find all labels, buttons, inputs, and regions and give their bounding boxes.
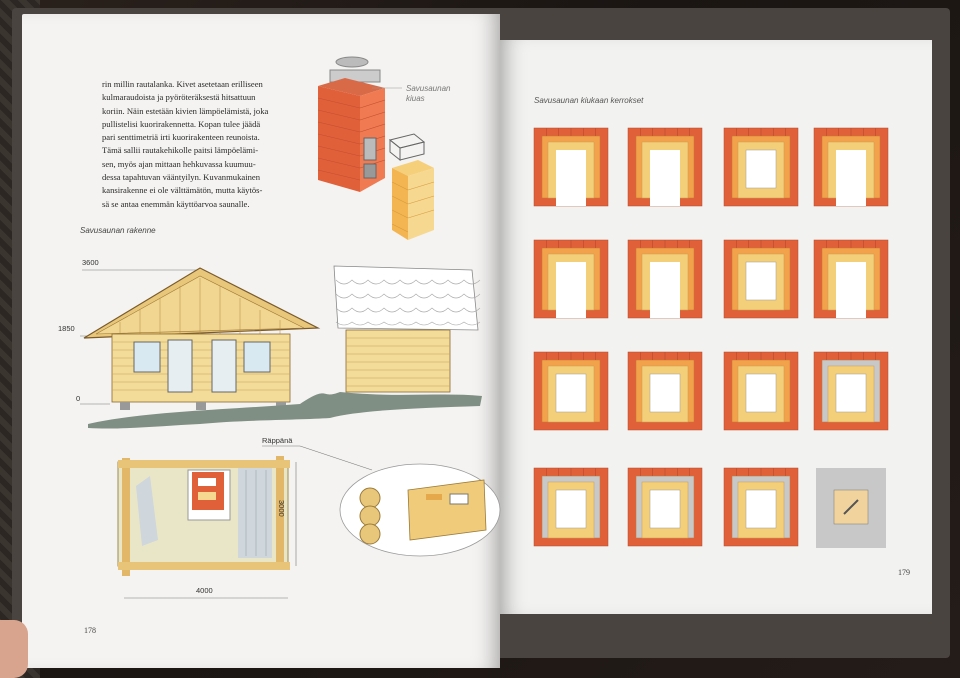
kiuas-layer-14 [627,467,703,547]
kiuas-layer-3 [723,127,799,207]
elevation-label-top: 3600 [82,258,99,267]
body-text: rin millin rautalanka. Kivet asetetaan e… [102,78,317,211]
layers-title: Savusaunan kiukaan kerrokset [534,96,644,105]
section-caption: Savusaunan rakenne [80,226,156,235]
kiuas-layer-6 [627,239,703,319]
sauna-front-elevation [80,267,321,410]
body-text-line: sä se antaa enemmän käyttöarvoa saunalle… [102,198,250,209]
reader-thumb [0,620,28,678]
kiuas-layer-16 [816,468,886,548]
kiuas-layer-grid [533,127,889,548]
kiuas-layer-15 [723,467,799,547]
body-text-line: pari senttimetriä irti kuorirakenteen re… [102,132,260,143]
kiuas-layer-2 [627,127,703,207]
stove-illustration [317,56,435,240]
elevation-label-middle: 1850 [58,324,75,333]
kiuas-layer-1 [533,127,609,207]
elevation-label-ground: 0 [76,394,81,403]
kiuas-layer-7 [723,239,799,319]
ventilation-detail [339,463,501,557]
kiuas-layer-4 [813,127,889,207]
body-text-line: Tämä sallii rautakehikolle paitsi lämpöe… [102,145,259,156]
left-page-number: 178 [84,626,96,635]
body-text-line: kansirakenne ei ole välttämätön, mutta k… [102,185,263,196]
body-text-line: sen, myös ajan mittaan hehkuvassa kuumuu… [102,158,256,169]
body-text-line: rin millin rautalanka. Kivet asetetaan e… [102,79,263,89]
right-page-number: 179 [898,568,910,577]
sauna-floor-plan [117,445,373,599]
plan-depth-label: 3000 [277,500,286,517]
kiuas-layer-13 [533,467,609,547]
kiuas-layer-9 [533,351,609,431]
kiuas-layer-12 [813,351,889,431]
kiuas-layer-5 [533,239,609,319]
kiuas-layer-10 [627,351,703,431]
ground-strip [88,392,482,429]
body-text-line: dessa tapahtuvan vääntyilyn. Kuvanmukain… [102,172,260,183]
stove-caption: Savusaunan kiuas [406,84,451,103]
plan-width-label: 4000 [196,586,213,595]
body-text-line: pullistelisi kuorirakennetta. Kopan tule… [102,118,261,129]
body-text-line: koriin. Näin estetään kivien lämpöelämis… [102,105,269,116]
sauna-side-elevation [333,265,481,393]
kiuas-layer-11 [723,351,799,431]
body-text-line: kulmaraudoista ja pyöröteräksestä hitsat… [102,92,256,103]
plan-label-rappana: Räppänä [262,436,293,445]
kiuas-layer-8 [813,239,889,319]
